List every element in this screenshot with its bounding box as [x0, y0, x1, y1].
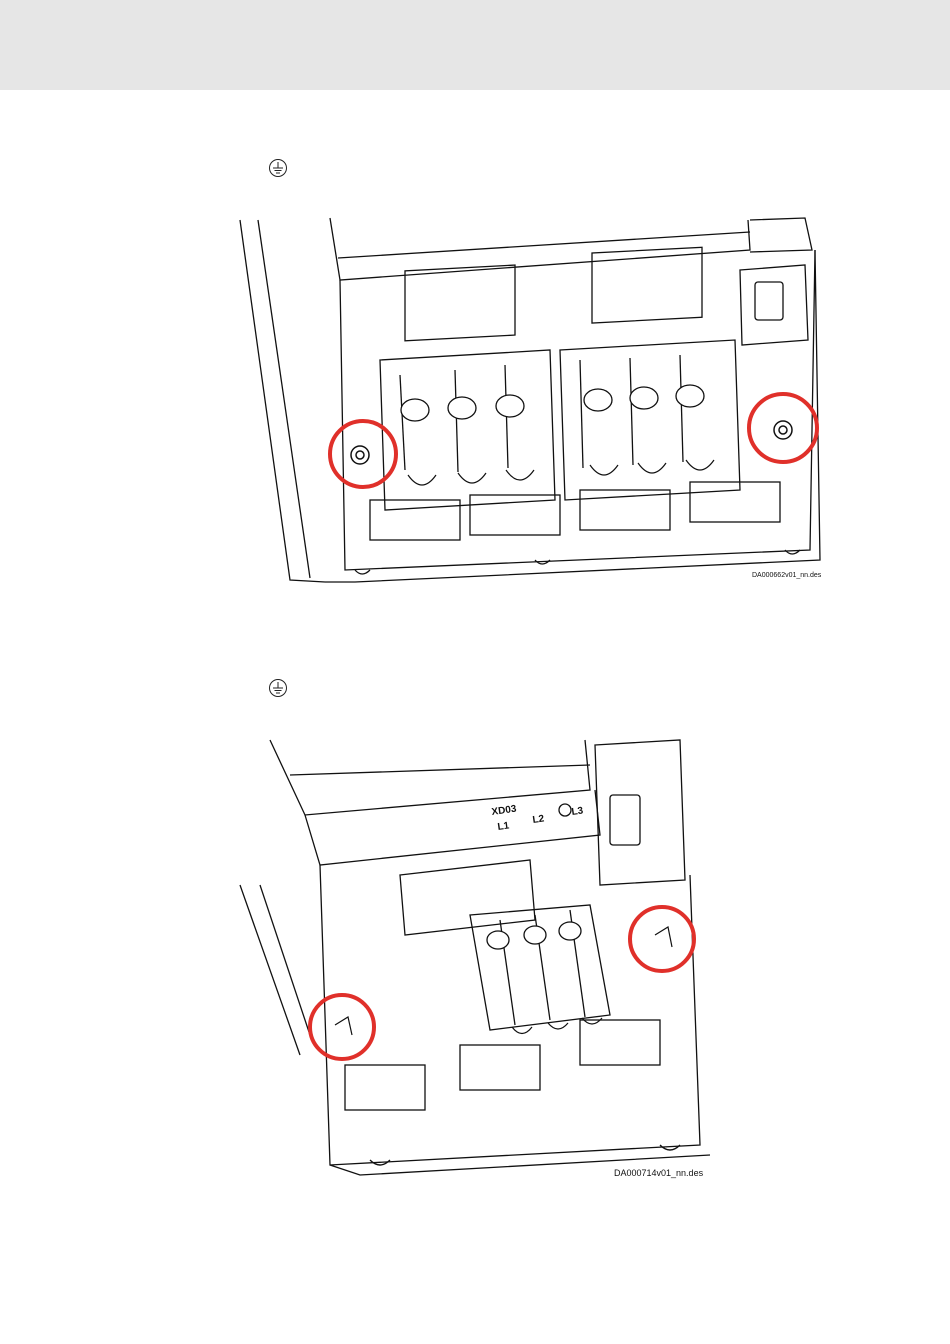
figure-2-id: DA000714v01_nn.des — [614, 1168, 703, 1178]
figure-2-drawing: XD03 L1 L2 L3 — [230, 735, 720, 1185]
figure-1-drawing — [230, 210, 830, 590]
terminal-l3-label: L3 — [571, 805, 585, 818]
ground-stud-highlight-right — [630, 907, 694, 971]
terminal-block-label: XD03 — [491, 804, 518, 818]
page-header-band — [0, 0, 950, 90]
ground-stud-highlight-left — [310, 995, 374, 1059]
terminal-l1-label: L1 — [497, 820, 511, 833]
protective-earth-icon — [268, 158, 288, 178]
protective-earth-icon — [268, 678, 288, 698]
figure-1-id: DA000662v01_nn.des — [752, 572, 821, 579]
terminal-l2-label: L2 — [532, 813, 546, 826]
